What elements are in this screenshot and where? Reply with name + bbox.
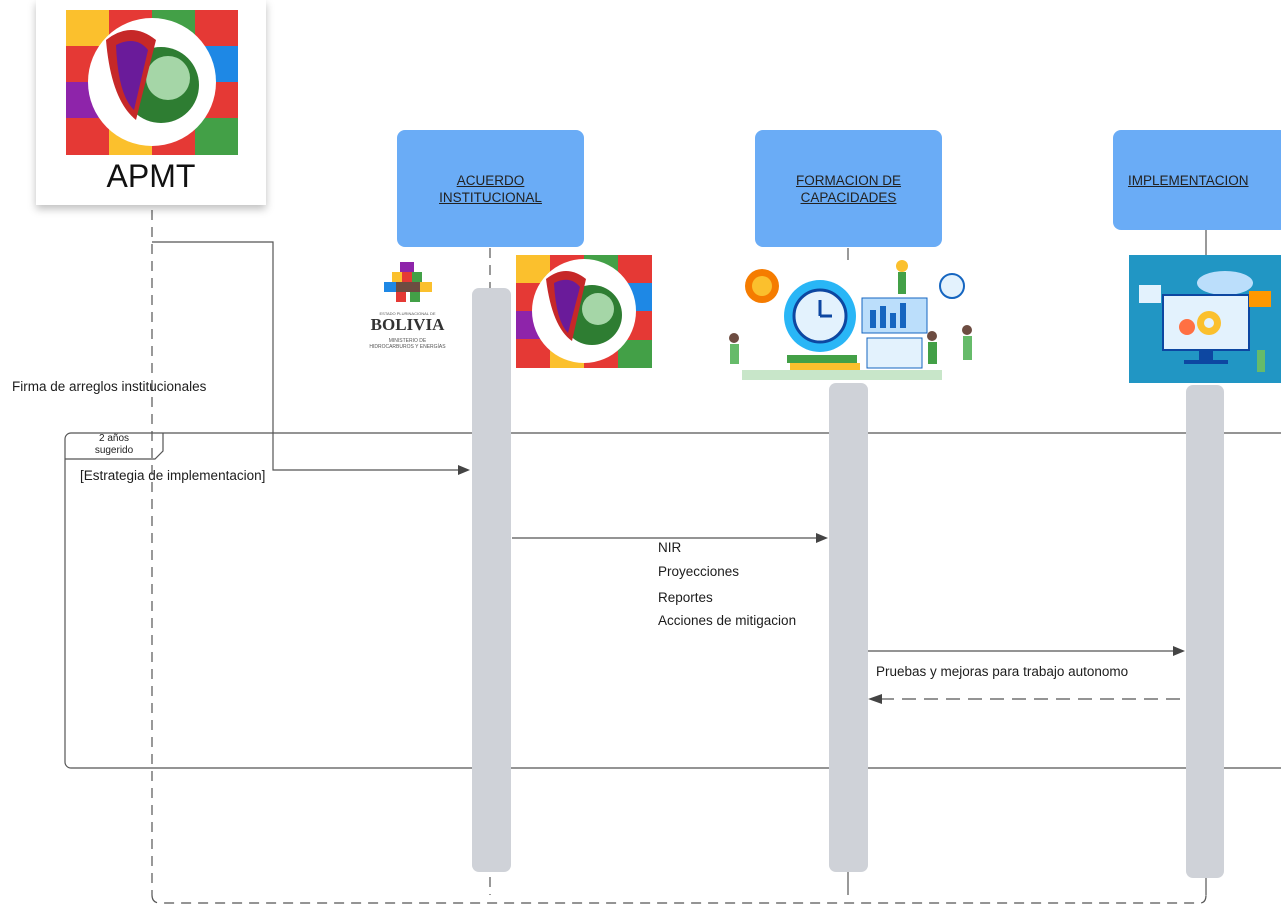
bolivia-line2: MINISTERIO DE — [388, 338, 427, 344]
message-estrategia: [Estrategia de implementacion] — [80, 468, 266, 483]
loop-label-line1: 2 años — [98, 433, 130, 444]
activation-bar-acuerdo — [472, 288, 511, 872]
capacidades-item-proyecciones: Proyecciones — [658, 564, 740, 579]
participant-label-line2: INSTITUCIONAL — [439, 189, 542, 205]
participant-label-line1: IMPLEMENTACION — [1128, 172, 1249, 188]
apmt-label: APMT — [106, 158, 196, 194]
participant-label-line1: FORMACION DE — [795, 172, 901, 188]
participant-label-line1: ACUERDO — [456, 172, 525, 188]
participant-acuerdo-institucional: ACUERDO INSTITUCIONAL — [397, 130, 584, 247]
message-firma-arreglos: Firma de arreglos institucionales — [12, 379, 207, 394]
bolivia-ministry-logo: ESTADO PLURINACIONAL DE BOLIVIA MINISTER… — [350, 262, 465, 367]
bolivia-line1: ESTADO PLURINACIONAL DE — [379, 311, 436, 316]
bolivia-emblem-icon — [383, 262, 432, 302]
training-illustration — [712, 258, 982, 383]
bolivia-name: BOLIVIA — [370, 315, 445, 334]
loop-frame-label: 2 años sugerido — [66, 433, 162, 457]
capacidades-item-reportes: Reportes — [658, 590, 713, 605]
bolivia-line3: HIDROCARBUROS Y ENERGÍAS — [369, 344, 446, 350]
apmt-emblem-icon — [66, 10, 238, 155]
apmt-small-emblem-icon — [516, 255, 652, 368]
participant-label-line2: CAPACIDADES — [800, 189, 897, 205]
loop-label-line2: sugerido — [94, 445, 134, 456]
capacidades-item-acciones: Acciones de mitigacion — [658, 613, 797, 628]
apmt-logo-card: APMT — [36, 0, 266, 205]
implementation-illustration — [1129, 255, 1281, 383]
activation-bar-formacion — [829, 383, 868, 872]
message-pruebas-mejoras: Pruebas y mejoras para trabajo autonomo — [876, 664, 1129, 679]
participant-formacion-capacidades: FORMACION DE CAPACIDADES — [755, 130, 942, 247]
participant-implementacion: IMPLEMENTACION — [1113, 130, 1281, 230]
activation-bar-implementacion — [1186, 385, 1224, 878]
capacidades-item-nir: NIR — [658, 540, 682, 555]
